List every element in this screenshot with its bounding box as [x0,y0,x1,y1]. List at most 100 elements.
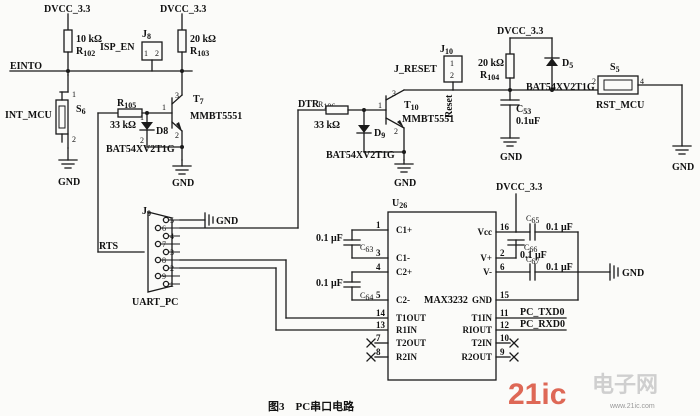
net-pc-rxd0: PC_RXD0 [520,319,565,330]
ic-pin-label: T1OUT [396,313,426,323]
gnd-label-7: GND [622,268,644,279]
ic-pin-number: 9 [500,347,505,357]
power-label-dvcc-3: DVCC_3.3 [497,26,543,37]
svg-text:21ic: 21ic [508,378,566,411]
r105-ref: R105 [117,98,136,110]
gnd-label-6: GND [216,216,238,227]
s5-ref: S5 [610,62,620,74]
t7-name: MMBT5551 [190,111,242,122]
db9-connector [147,211,173,293]
power-label-dvcc-1: DVCC_3.3 [44,4,90,15]
j10-name: J_RESET [394,64,437,75]
ic-pin-label: T1IN [471,313,492,323]
j8-name: ISP_EN [100,42,135,53]
svg-text:1: 1 [140,113,144,122]
r102-value: 10 kΩ [76,34,102,45]
svg-text:2: 2 [140,136,144,145]
ic-pin-label: V- [483,267,492,277]
d8-name: BAT54XV2T1G [106,144,175,155]
switch-s6 [55,99,69,135]
svg-text:DVCC_3.3: DVCC_3.3 [44,4,90,15]
ic-pin-number: 11 [500,308,509,318]
ic-pin-number: 13 [376,320,386,330]
net-reset: Reset [444,94,455,118]
j10-ref: J10 [440,44,453,56]
ic-pin-number: 5 [376,290,381,300]
u26-ref: U26 [392,198,407,210]
svg-text:1: 1 [162,103,166,112]
ic-pin-label: T2IN [471,338,492,348]
ic-pin-number: 16 [500,222,510,232]
s6-name: INT_MCU [5,110,52,121]
svg-text:www.21ic.com: www.21ic.com [609,403,655,410]
ic-pin-label: T2OUT [396,338,426,348]
t10-ref: T10 [404,100,419,112]
d9-ref: D9 [374,128,385,140]
db9-pin [154,272,162,280]
ic-pin-label: Vcc [478,227,493,237]
svg-text:3: 3 [175,91,179,100]
d5-ref: D5 [562,58,573,70]
j9-name: UART_PC [132,297,178,308]
t7-ref: T7 [193,94,204,106]
svg-text:2: 2 [450,71,454,80]
r103-ref: R103 [190,46,209,58]
db9-pin [162,264,170,272]
c-vm-value: 0.1 μF [546,262,573,273]
ic-pin-number: 6 [500,262,505,272]
ic-pin-label: GND [472,295,493,305]
d9-name: BAT54XV2T1G [326,150,395,161]
svg-text:1: 1 [450,59,454,68]
net-rts: RTS [99,241,119,252]
c53-ref: C53 [516,104,531,116]
c-vcc-value: 0.1 μF [546,222,573,233]
svg-text:2: 2 [394,127,398,136]
net-eint: EINTO [10,61,42,72]
ic-pin-number: 3 [376,248,381,258]
r103-value: 20 kΩ [190,34,216,45]
svg-text:2: 2 [592,77,596,86]
svg-text:2: 2 [155,49,159,58]
u26-name: MAX3232 [424,295,468,306]
svg-text:2: 2 [72,135,76,144]
ic-pin-number: 7 [376,333,381,343]
r102-ref: R102 [76,46,95,58]
j9-ref: J9 [142,206,151,218]
r106-value: 33 kΩ [314,120,340,131]
resistor-r104 [505,53,515,79]
ic-pin-label: RIOUT [462,325,492,335]
t10-name: MMBT5551 [402,114,454,125]
s6-ref: S6 [76,104,86,116]
ic-max3232 [387,211,497,381]
r104-value: 20 kΩ [478,58,504,69]
ic-pin-number: 10 [500,333,510,343]
db9-pin [154,224,162,232]
ic-pin-number: 2 [500,248,505,258]
resistor-r106 [325,105,349,115]
svg-text:1: 1 [72,90,76,99]
r104-ref: R104 [480,70,499,82]
no-connect-marks [366,338,519,362]
ic-pin-label: C1+ [396,225,412,235]
resistor-r103 [177,29,187,53]
c-uc1-value: 0.1 μF [316,233,343,244]
power-label-dvcc-4: DVCC_3.3 [496,182,542,193]
gnd-label-1: GND [58,177,80,188]
ic-pin-label: R2OUT [461,352,492,362]
ic-pin-label: C2+ [396,267,412,277]
ic-pin-number: 4 [376,262,381,272]
db9-pin [162,280,170,288]
j8-ref: J8 [142,29,151,41]
s5-name: RST_MCU [596,100,644,111]
resistor-r102 [63,29,73,53]
svg-text:3: 3 [392,89,396,98]
d5-name: BAT54XV2T1G [526,82,595,93]
ic-pin-label: C1- [396,253,410,263]
c53-value: 0.1uF [516,116,540,127]
ic-pin-number: 14 [376,308,386,318]
c-vp-ref: C66 [524,243,537,254]
ic-pin-label: R2IN [396,352,418,362]
